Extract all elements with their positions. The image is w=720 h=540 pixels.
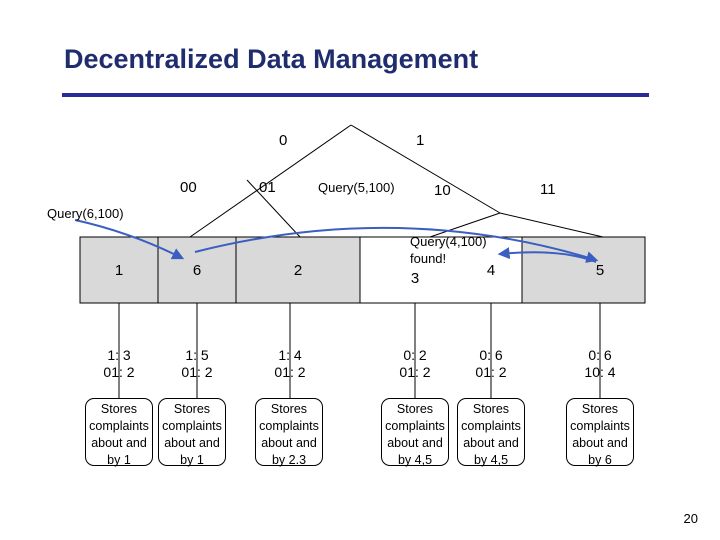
store-line: complaints bbox=[385, 419, 445, 433]
store-box: Stores complaints about and by 4,5 bbox=[457, 398, 525, 467]
peer-id: 3 bbox=[410, 269, 420, 287]
routing-entry: 0: 2 01: 2 bbox=[380, 347, 450, 381]
store-line: by 6 bbox=[588, 453, 612, 467]
arrow-query-6 bbox=[74, 219, 185, 260]
page-number: 20 bbox=[683, 511, 698, 526]
store-line: Stores bbox=[581, 402, 619, 416]
trie-node-01: 01 bbox=[259, 179, 276, 196]
peer-cell-bg-3 bbox=[359, 236, 523, 304]
trie-edge bbox=[429, 212, 501, 238]
trie-node-10: 10 bbox=[434, 182, 451, 199]
store-line: Stores bbox=[396, 402, 434, 416]
peer-connectors bbox=[118, 303, 601, 398]
trie-node-11: 11 bbox=[540, 181, 556, 198]
routing-pair-2: 01: 2 bbox=[103, 364, 135, 380]
peer-row bbox=[79, 236, 646, 304]
arrow-query-5 bbox=[194, 226, 599, 263]
routing-pair-2: 01: 2 bbox=[399, 364, 431, 380]
trie-node-0: 0 bbox=[279, 132, 288, 149]
routing-pair-2: 10: 4 bbox=[584, 364, 616, 380]
store-box: Stores complaints about and by 2.3 bbox=[255, 398, 323, 467]
store-box: Stores complaints about and by 1 bbox=[158, 398, 226, 467]
routing-entry: 1: 5 01: 2 bbox=[162, 347, 232, 381]
query-label-5: Query(5,100) bbox=[318, 180, 395, 195]
routing-entry: 1: 4 01: 2 bbox=[255, 347, 325, 381]
slide-title: Decentralized Data Management bbox=[64, 44, 479, 74]
routing-entry: 0: 6 01: 2 bbox=[456, 347, 526, 381]
query-arrows bbox=[74, 219, 599, 263]
store-line: complaints bbox=[259, 419, 319, 433]
peer-id: 1 bbox=[114, 261, 124, 279]
query-label-4: Query(4,100) bbox=[410, 234, 487, 249]
query-label-6: Query(6,100) bbox=[47, 206, 124, 221]
routing-pair-1: 0: 6 bbox=[588, 347, 612, 363]
store-line: about and bbox=[91, 436, 147, 450]
store-line: Stores bbox=[472, 402, 510, 416]
trie-node-00: 00 bbox=[180, 179, 197, 196]
routing-pair-2: 01: 2 bbox=[475, 364, 507, 380]
routing-pair-1: 0: 2 bbox=[403, 347, 427, 363]
store-line: Stores bbox=[270, 402, 308, 416]
trie-edge bbox=[246, 179, 301, 238]
store-line: complaints bbox=[162, 419, 222, 433]
trie-edge bbox=[189, 124, 352, 238]
store-line: about and bbox=[572, 436, 628, 450]
store-line: by 2.3 bbox=[271, 453, 307, 467]
store-line: by 1 bbox=[107, 453, 131, 467]
store-line: complaints bbox=[89, 419, 149, 433]
store-line: about and bbox=[387, 436, 443, 450]
peer-id: 2 bbox=[293, 261, 303, 279]
routing-entry: 0: 6 10: 4 bbox=[565, 347, 635, 381]
store-line: complaints bbox=[570, 419, 630, 433]
routing-pair-1: 1: 4 bbox=[278, 347, 302, 363]
peer-id: 6 bbox=[192, 261, 202, 279]
trie-edges bbox=[189, 124, 604, 238]
trie-edge bbox=[499, 212, 604, 238]
store-line: Stores bbox=[100, 402, 138, 416]
store-box: Stores complaints about and by 1 bbox=[85, 398, 153, 467]
store-line: by 4,5 bbox=[397, 453, 433, 467]
routing-pair-1: 1: 3 bbox=[107, 347, 131, 363]
store-box: Stores complaints about and by 4,5 bbox=[381, 398, 449, 467]
routing-pair-2: 01: 2 bbox=[181, 364, 213, 380]
store-line: about and bbox=[164, 436, 220, 450]
store-line: about and bbox=[463, 436, 519, 450]
store-line: Stores bbox=[173, 402, 211, 416]
routing-pair-2: 01: 2 bbox=[274, 364, 306, 380]
found-label: found! bbox=[410, 251, 447, 266]
store-line: complaints bbox=[461, 419, 521, 433]
arrow-query-4 bbox=[497, 247, 597, 263]
trie-edge bbox=[350, 124, 501, 214]
routing-entry: 1: 3 01: 2 bbox=[84, 347, 154, 381]
routing-pair-1: 0: 6 bbox=[479, 347, 503, 363]
store-line: about and bbox=[261, 436, 317, 450]
trie-node-1: 1 bbox=[416, 132, 425, 149]
store-line: by 4,5 bbox=[473, 453, 509, 467]
peer-id: 5 bbox=[595, 261, 605, 279]
store-line: by 1 bbox=[180, 453, 204, 467]
store-box: Stores complaints about and by 6 bbox=[566, 398, 634, 467]
routing-pair-1: 1: 5 bbox=[185, 347, 209, 363]
title-underline bbox=[62, 93, 649, 97]
peer-id: 4 bbox=[486, 261, 496, 279]
